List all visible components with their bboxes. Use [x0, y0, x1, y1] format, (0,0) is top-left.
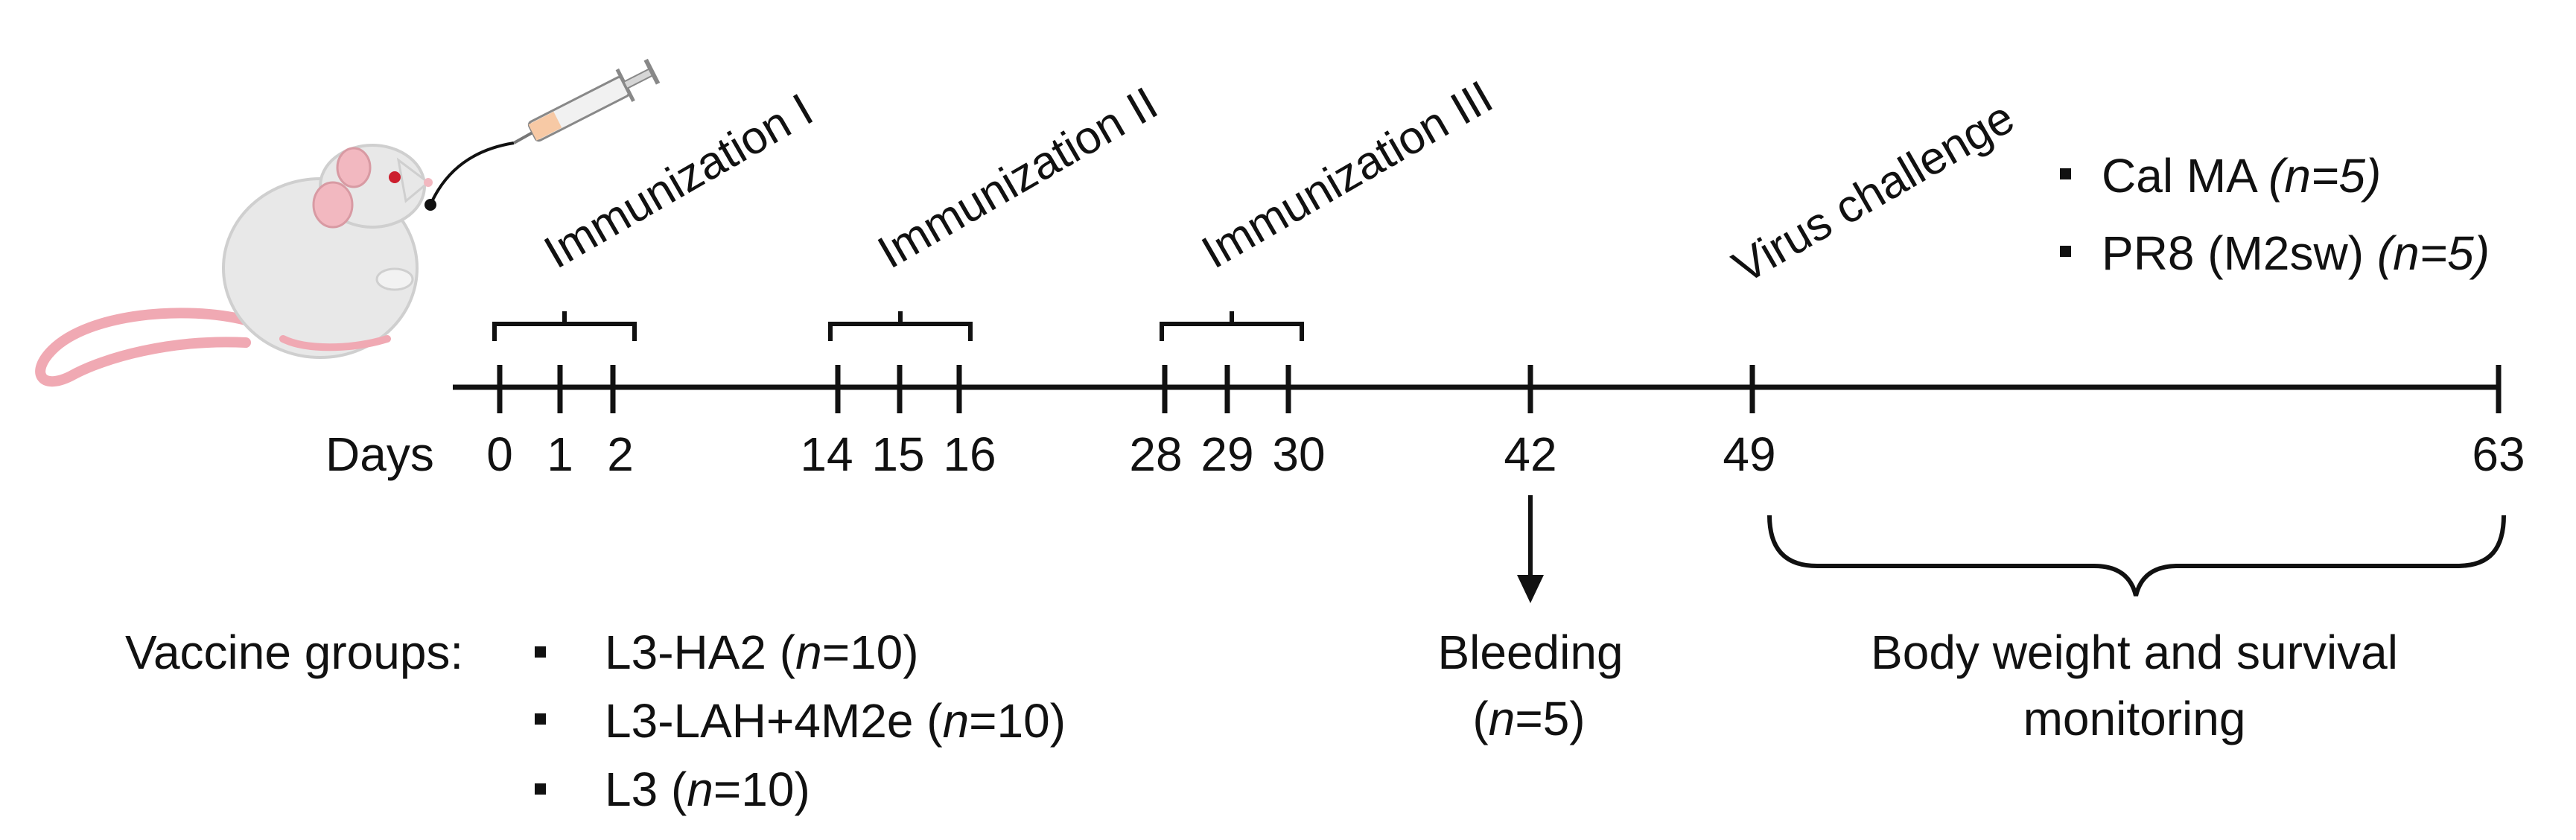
days-label: Days	[325, 427, 434, 481]
vaccine-group-item: L3-LAH+4M2e (n=10)	[605, 694, 1066, 748]
immunization-bracket	[1160, 311, 1304, 341]
bleeding-label: Bleeding	[1437, 626, 1623, 679]
virus-challenge-label: Virus challenge	[1725, 92, 2023, 293]
day-label: 49	[1723, 427, 1775, 481]
bleeding-arrow-head	[1517, 575, 1544, 603]
vaccine-groups-label: Vaccine groups:	[125, 626, 463, 679]
day-label: 28	[1129, 427, 1182, 481]
bleeding-count: (n=5)	[1472, 692, 1585, 745]
vaccine-group-list: L3-HA2 (n=10) L3-LAH+4M2e (n=10) L3 (n=1…	[535, 626, 1066, 816]
timeline-ticks	[497, 365, 2502, 413]
challenge-strain-list: Cal MA (n=5) PR8 (M2sw) (n=5)	[2060, 149, 2490, 280]
day-label: 15	[871, 427, 924, 481]
bullet-marker	[535, 646, 546, 658]
day-label: 0	[486, 427, 513, 481]
vaccine-group-item: L3-HA2 (n=10)	[605, 626, 919, 679]
day-label: 63	[2472, 427, 2525, 481]
immunization-bracket	[492, 311, 637, 341]
mouse-icon	[35, 144, 433, 387]
day-label: 29	[1200, 427, 1253, 481]
day-label: 16	[943, 427, 996, 481]
vaccine-group-item: L3 (n=10)	[605, 763, 810, 816]
monitoring-brace	[1767, 515, 2506, 596]
day-label: 1	[547, 427, 573, 481]
bullet-marker	[535, 783, 546, 795]
immunization-bracket	[828, 311, 973, 341]
strain-item: PR8 (M2sw) (n=5)	[2102, 226, 2490, 280]
bullet-marker	[2060, 168, 2071, 179]
monitoring-label: Body weight and survival	[1871, 626, 2398, 679]
day-label: 2	[607, 427, 634, 481]
syringe-icon	[424, 58, 661, 211]
strain-item: Cal MA (n=5)	[2102, 149, 2381, 203]
bullet-marker	[535, 713, 546, 725]
day-label: 42	[1504, 427, 1556, 481]
day-label: 14	[800, 427, 853, 481]
day-label: 30	[1272, 427, 1325, 481]
monitoring-label: monitoring	[2023, 692, 2246, 745]
bullet-marker	[2060, 246, 2071, 257]
immunization-label: Immunization III	[1194, 71, 1501, 279]
day-tick-labels: 0 1 2 14 15 16 28 29 30 42 49 63	[486, 427, 2525, 481]
immunization-label: Immunization II	[870, 77, 1167, 279]
